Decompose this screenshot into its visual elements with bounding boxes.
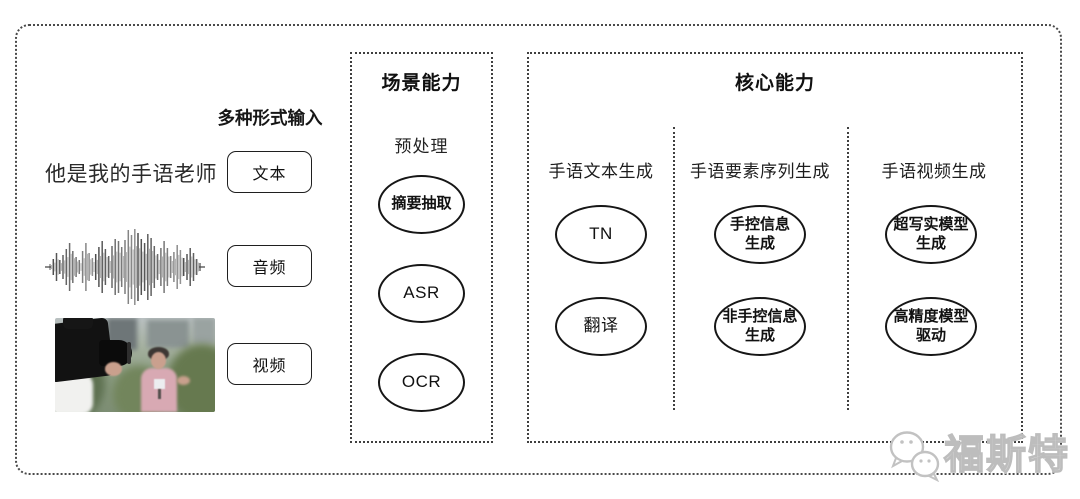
core-column-video-generation: 手语视频生成 超写实模型 生成 高精度模型 驱动 [847, 54, 1021, 441]
camera-lens [99, 340, 132, 366]
core-node-tn: TN [555, 205, 647, 264]
text-input-example: 他是我的手语老师 [45, 163, 217, 186]
column-divider [673, 127, 675, 410]
node-label: 手控信息 [729, 216, 790, 234]
reporter-head [151, 352, 166, 369]
core-capability-panel: 核心能力 手语文本生成 TN 翻译 手语要素序列生成 手控信息 生成 非手控信息… [527, 52, 1023, 443]
input-node-label: 文本 [252, 166, 287, 183]
column-divider [847, 127, 849, 410]
input-node-text: 文本 [227, 151, 312, 193]
node-label: 生成 [744, 326, 775, 344]
input-node-audio: 音频 [227, 245, 312, 287]
input-node-label: 音频 [252, 260, 287, 277]
core-node-manual-info-generation: 手控信息 生成 [714, 205, 806, 264]
watermark-text: 福斯特 [943, 433, 1070, 477]
scene-subtitle: 预处理 [394, 137, 449, 156]
core-panel-title: 核心能力 [734, 73, 815, 94]
node-label: 摘要抽取 [391, 195, 452, 213]
scene-node-asr: ASR [378, 264, 465, 323]
chat-bubbles-icon [889, 431, 940, 482]
microphone [158, 389, 161, 399]
node-label: 翻译 [583, 316, 619, 336]
node-label: OCR [401, 372, 442, 392]
node-label: 高精度模型 [893, 308, 969, 326]
camera-operator-hand [105, 362, 122, 376]
core-node-translation: 翻译 [555, 297, 647, 356]
core-column-header: 手语要素序列生成 [690, 162, 830, 181]
input-node-label: 视频 [252, 358, 287, 375]
input-node-video: 视频 [227, 343, 312, 385]
node-label: TN [589, 224, 613, 244]
core-node-high-precision-model-driving: 高精度模型 驱动 [885, 297, 977, 356]
watermark: 福斯特 [886, 428, 1070, 482]
camera-lens-ring [127, 342, 131, 364]
node-label: 生成 [915, 234, 946, 252]
input-section-title: 多种形式输入 [217, 108, 323, 128]
scene-node-ocr: OCR [378, 353, 465, 412]
reporter-hand [177, 376, 190, 385]
scene-capability-panel: 场景能力 预处理 摘要抽取 ASR OCR [350, 52, 493, 443]
audio-waveform-icon [45, 229, 205, 305]
core-node-hyperrealistic-model-generation: 超写实模型 生成 [885, 205, 977, 264]
core-column-header: 手语文本生成 [548, 162, 654, 181]
scene-panel-title: 场景能力 [381, 73, 462, 94]
core-node-non-manual-info-generation: 非手控信息 生成 [714, 297, 806, 356]
node-label: 超写实模型 [893, 216, 969, 234]
node-label: ASR [403, 283, 440, 303]
node-label: 驱动 [915, 326, 946, 344]
video-thumbnail [55, 318, 215, 412]
microphone-flag [154, 379, 165, 389]
core-column-text-generation: 手语文本生成 TN 翻译 [529, 54, 673, 441]
background-building [193, 318, 215, 344]
outer-dashed-frame [15, 24, 1062, 475]
camera-top [63, 318, 93, 329]
background-building [147, 320, 189, 348]
core-column-header: 手语视频生成 [881, 162, 987, 181]
scene-node-summary-extraction: 摘要抽取 [378, 175, 465, 234]
node-label: 生成 [744, 234, 775, 252]
core-column-element-sequence-generation: 手语要素序列生成 手控信息 生成 非手控信息 生成 [673, 54, 847, 441]
node-label: 非手控信息 [722, 308, 798, 326]
